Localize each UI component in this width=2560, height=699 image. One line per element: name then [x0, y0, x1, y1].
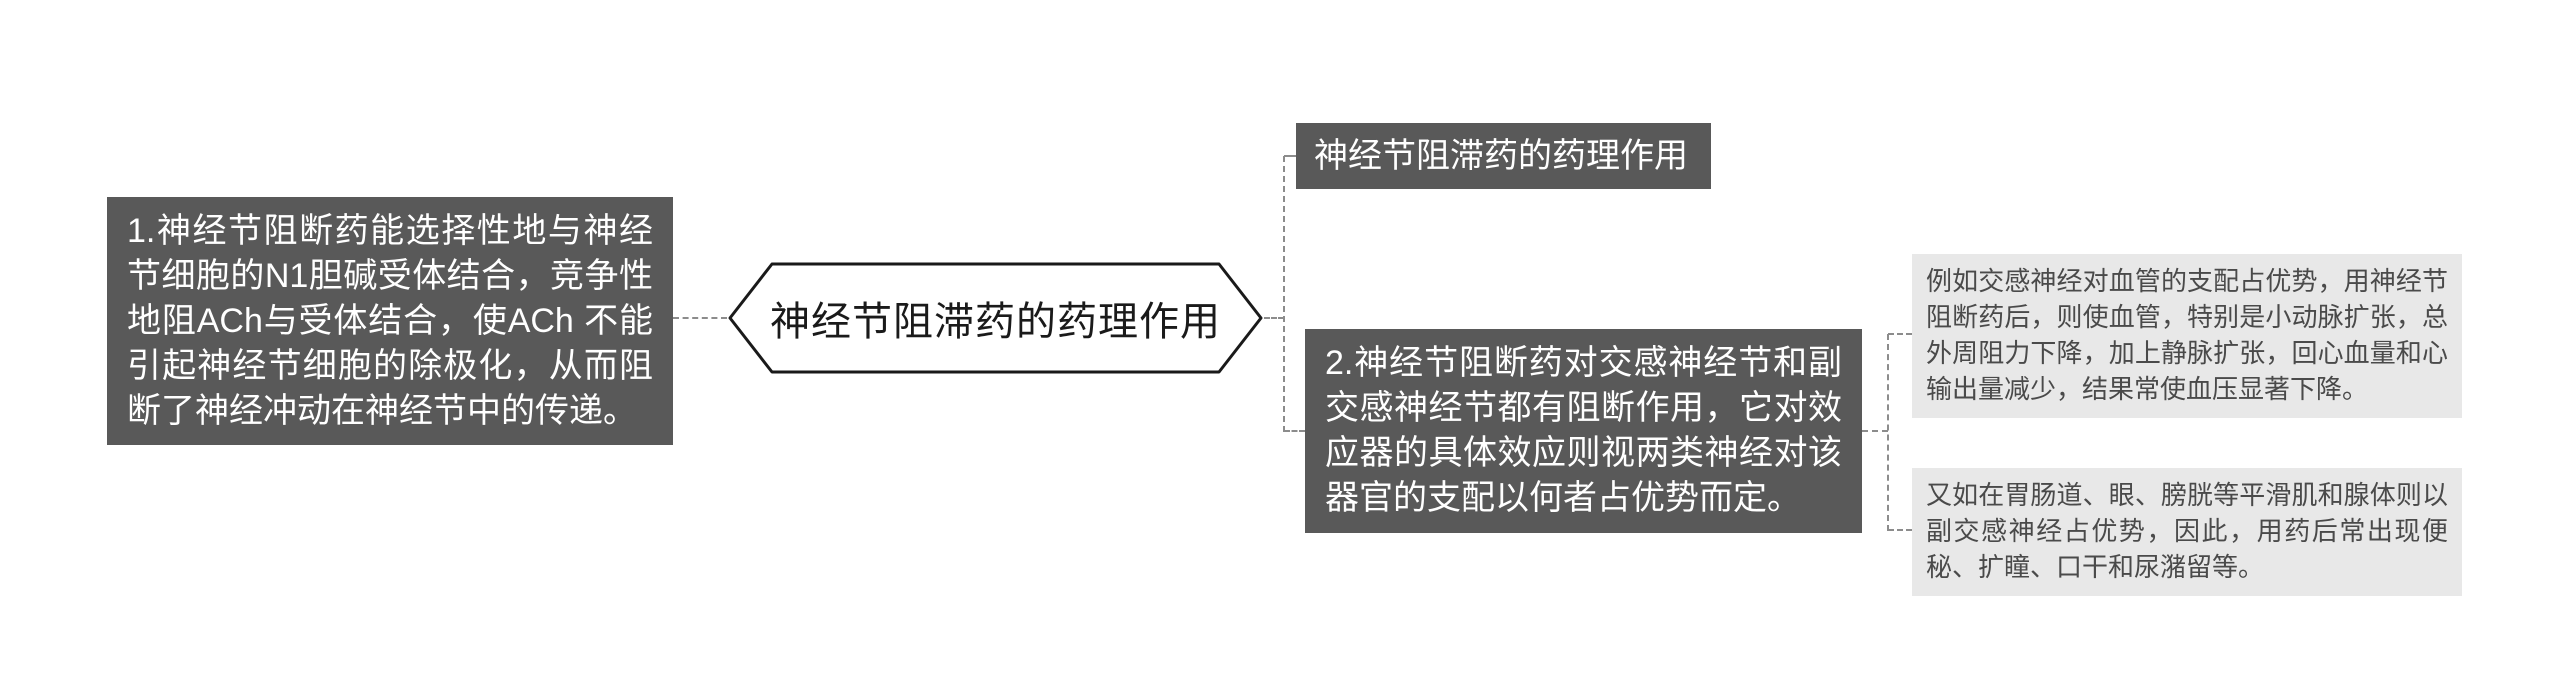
- node-detail-blood-pressure: 例如交感神经对血管的支配占优势，用神经节阻断药后，则使血管，特别是小动脉扩张，总…: [1912, 254, 2462, 418]
- connector-detail-vertical: [1887, 334, 1889, 531]
- central-node-label: 神经节阻滞药的药理作用: [770, 300, 1221, 344]
- node-branch-point2: 2.神经节阻断药对交感神经节和副交感神经节都有阻断作用，它对效应器的具体效应则视…: [1305, 329, 1862, 533]
- connector-branch-vertical: [1283, 156, 1285, 432]
- connector-point2-to-details: [1862, 430, 1888, 432]
- connector-left-to-center: [673, 317, 727, 319]
- connector-branch-top-stub: [1284, 155, 1296, 157]
- connector-detail-bottom-stub: [1888, 529, 1912, 531]
- node-left-description: 1.神经节阻断药能选择性地与神经节细胞的N1胆碱受体结合，竞争性地阻ACh与受体…: [107, 197, 673, 446]
- connector-branch-bottom-stub: [1284, 430, 1305, 432]
- connector-center-to-branches: [1264, 317, 1284, 319]
- node-branch-title: 神经节阻滞药的药理作用: [1296, 123, 1711, 189]
- central-node: 神经节阻滞药的药理作用: [727, 261, 1264, 375]
- central-node-hexagon-shape: [728, 262, 1263, 374]
- connector-detail-top-stub: [1888, 333, 1912, 335]
- node-detail-parasympathetic: 又如在胃肠道、眼、膀胱等平滑肌和腺体则以副交感神经占优势，因此，用药后常出现便秘…: [1912, 468, 2462, 596]
